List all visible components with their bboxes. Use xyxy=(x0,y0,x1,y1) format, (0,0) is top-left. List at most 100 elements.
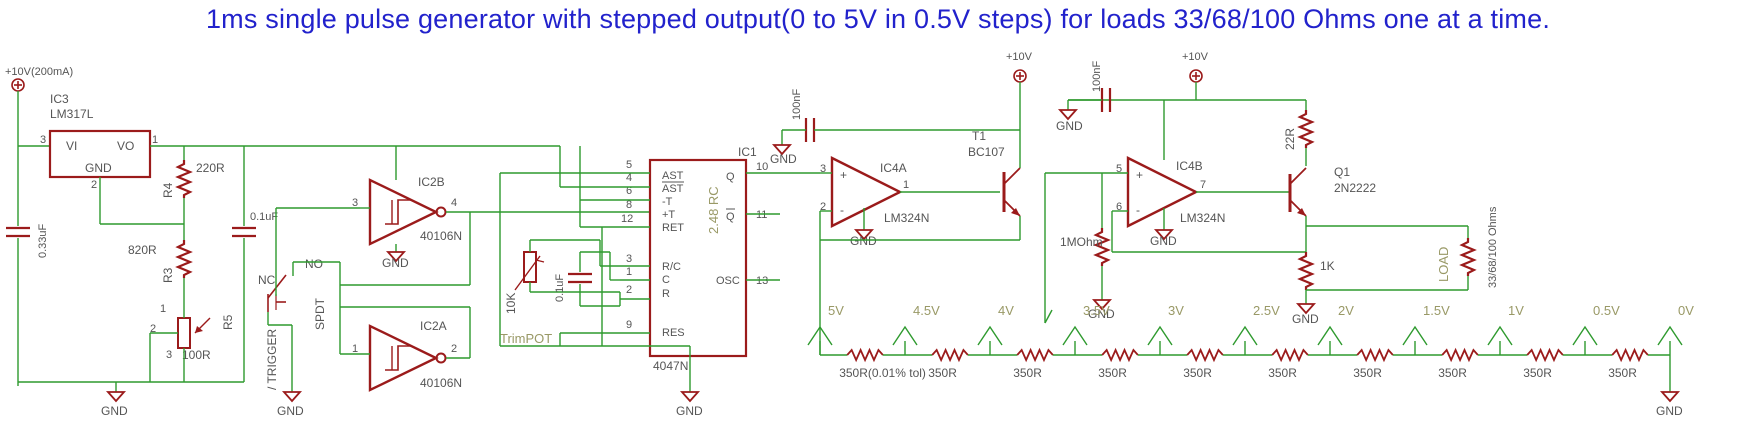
svg-text:0.1uF: 0.1uF xyxy=(250,211,278,223)
svg-text:VO: VO xyxy=(117,139,134,153)
svg-text:IC2B: IC2B xyxy=(418,175,445,189)
svg-text:100nF: 100nF xyxy=(1091,61,1103,92)
ground-symbol: GND xyxy=(850,229,877,248)
inverter-ic2b: IC2B 40106N 3 4 xyxy=(352,175,462,246)
ladder-tap-label: 1.5V xyxy=(1423,303,1450,318)
svg-text:3: 3 xyxy=(40,134,46,146)
svg-text:1: 1 xyxy=(352,343,358,355)
svg-text:GND: GND xyxy=(277,404,304,418)
inverter-ic2a: IC2A 40106N 1 2 xyxy=(352,319,462,392)
svg-text:10: 10 xyxy=(756,161,768,173)
ladder-resistor-label: 350R xyxy=(1353,366,1382,380)
svg-text:3: 3 xyxy=(626,253,632,265)
ladder-tap-label: 3V xyxy=(1168,303,1184,318)
opamp-ic4a: + - IC4A LM324N 3 2 1 xyxy=(820,156,929,228)
svg-text:6: 6 xyxy=(626,185,632,197)
svg-text:Q: Q xyxy=(726,211,735,223)
svg-text:+: + xyxy=(840,168,847,182)
ladder-tap-arrow xyxy=(1657,325,1683,346)
svg-text:T1: T1 xyxy=(972,129,986,143)
svg-text:GND: GND xyxy=(382,256,409,270)
svg-text:GND: GND xyxy=(676,404,703,418)
ground-symbol: GND xyxy=(101,391,128,418)
svg-text:6: 6 xyxy=(1116,201,1122,213)
svg-text:BC107: BC107 xyxy=(968,145,1005,159)
ladder-tap-label: 2V xyxy=(1338,303,1354,318)
svg-text:R4: R4 xyxy=(161,182,175,198)
ladder-tap-arrow xyxy=(1402,325,1428,346)
capacitor-033uf: 0.33uF xyxy=(6,146,49,386)
svg-text:22R: 22R xyxy=(1283,128,1297,150)
ladder-resistor xyxy=(1016,347,1054,363)
ladder-tap-label: 1V xyxy=(1508,303,1524,318)
svg-text:C: C xyxy=(662,274,670,286)
svg-text:LM324N: LM324N xyxy=(1180,211,1225,225)
svg-text:12: 12 xyxy=(621,213,633,225)
ladder-tap-arrow xyxy=(1232,325,1258,346)
svg-text:IC4B: IC4B xyxy=(1176,159,1203,173)
ic3-ref: IC3 xyxy=(50,92,69,106)
svg-text:GND: GND xyxy=(1292,312,1319,326)
ladder-tap-arrow xyxy=(977,325,1003,346)
svg-text:R: R xyxy=(662,288,670,300)
svg-text:40106N: 40106N xyxy=(420,376,462,390)
svg-text:+10V: +10V xyxy=(1182,51,1209,63)
trimpot-10k: 10K TrimPOT xyxy=(500,251,552,346)
svg-text:+T: +T xyxy=(662,209,675,221)
capacitor-100nf-a: 100nF xyxy=(791,89,816,142)
svg-text:/ TRIGGER: / TRIGGER xyxy=(265,329,279,390)
svg-text:11: 11 xyxy=(756,209,767,221)
ladder-tap-label: 4.5V xyxy=(913,303,940,318)
svg-text:2.48 RC: 2.48 RC xyxy=(706,186,721,234)
ground-symbol: GND xyxy=(1088,299,1115,321)
svg-text:Q: Q xyxy=(726,171,735,183)
svg-text:40106N: 40106N xyxy=(420,229,462,243)
svg-text:IC2A: IC2A xyxy=(420,319,447,333)
ladder-tap-arrow xyxy=(1062,325,1088,346)
ladder-resistor xyxy=(931,347,969,363)
svg-text:+: + xyxy=(1136,168,1143,182)
ladder-tap-arrow xyxy=(1487,325,1513,346)
svg-text:7: 7 xyxy=(1200,179,1206,191)
ladder-resistor-label: 350R xyxy=(1013,366,1042,380)
ladder-tap-arrow xyxy=(892,325,918,346)
ladder-resistor xyxy=(1611,347,1649,363)
svg-text:2: 2 xyxy=(451,343,457,355)
svg-text:NO: NO xyxy=(305,257,323,271)
svg-text:2: 2 xyxy=(626,284,632,296)
svg-text:R3: R3 xyxy=(161,267,175,283)
svg-text:1: 1 xyxy=(152,134,158,146)
svg-text:TrimPOT: TrimPOT xyxy=(500,331,552,346)
svg-text:VI: VI xyxy=(66,139,77,153)
svg-text:3: 3 xyxy=(820,163,826,175)
ground-symbol: GND xyxy=(277,391,304,418)
resistor-r3: 820R R3 xyxy=(128,240,193,283)
ladder-tap-arrow xyxy=(1147,325,1173,346)
svg-text:LM324N: LM324N xyxy=(884,211,929,225)
svg-text:1: 1 xyxy=(903,179,909,191)
svg-text:GND: GND xyxy=(1056,119,1083,133)
svg-text:1: 1 xyxy=(626,266,632,278)
ladder-tap-label: 2.5V xyxy=(1253,303,1280,318)
svg-text:NC: NC xyxy=(258,273,276,287)
svg-text:4047N: 4047N xyxy=(653,359,688,373)
svg-text:220R: 220R xyxy=(196,161,225,175)
svg-text:0.33uF: 0.33uF xyxy=(37,223,49,258)
ladder-resistor-label: 350R xyxy=(1098,366,1127,380)
resistor-1mohm: 1MOhm xyxy=(1060,228,1111,266)
supply-symbol-main: +10V(200mA) xyxy=(5,66,73,92)
supply-label-main: +10V(200mA) xyxy=(5,66,73,78)
ground-symbol: GND xyxy=(1292,303,1319,326)
svg-text:33/68/100 Ohms: 33/68/100 Ohms xyxy=(1487,206,1499,288)
load-resistor: LOAD 33/68/100 Ohms xyxy=(1436,206,1499,288)
ground-symbol: GND xyxy=(1056,109,1083,133)
svg-text:5: 5 xyxy=(1116,163,1122,175)
svg-text:2: 2 xyxy=(150,323,156,335)
svg-text:RET: RET xyxy=(662,222,684,234)
svg-text:4: 4 xyxy=(626,172,632,184)
svg-text:GND: GND xyxy=(1150,234,1177,248)
svg-text:Q1: Q1 xyxy=(1334,165,1350,179)
ground-symbol: GND xyxy=(382,251,409,270)
ladder-resistor-label: 350R xyxy=(928,366,957,380)
